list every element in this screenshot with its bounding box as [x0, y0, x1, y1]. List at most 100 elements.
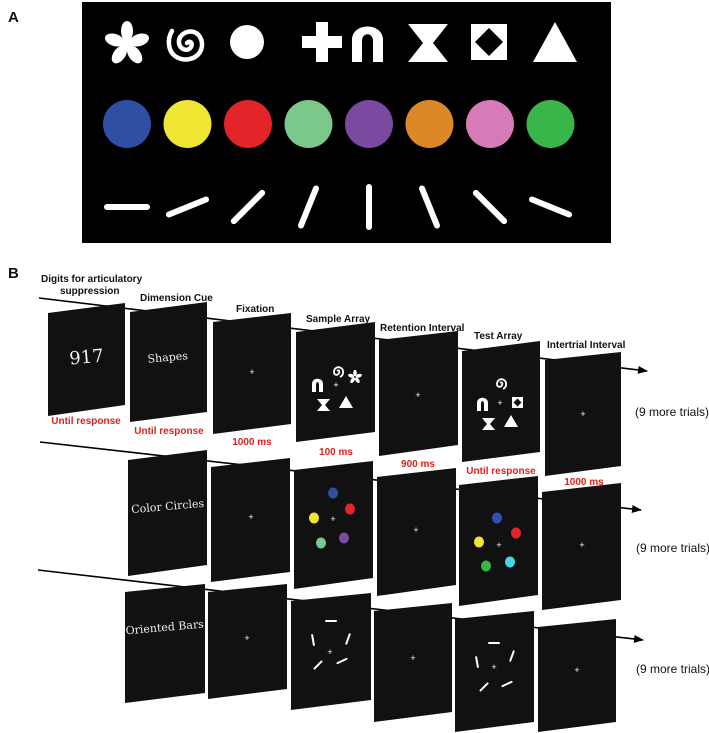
digits-text: 917 — [68, 346, 104, 370]
more-trials-label-2: (9 more trials) — [636, 541, 709, 555]
sample-oriented-bars — [311, 620, 351, 670]
screen-sample-bars — [291, 593, 371, 710]
screen-retention-2 — [377, 468, 456, 596]
screen-cue-colors — [128, 450, 207, 576]
screen-sample-shapes — [296, 322, 375, 442]
oriented-bar — [311, 634, 315, 646]
screen-digits — [48, 303, 125, 416]
label-retention-interval: Retention Interval — [380, 323, 465, 334]
color-circle — [163, 100, 212, 148]
timing-digits: Until response — [51, 416, 121, 427]
cross-icon — [302, 22, 342, 62]
color-dot — [328, 487, 338, 499]
panel-a-letter: A — [8, 9, 19, 26]
fixation-cross: + — [333, 380, 338, 390]
circle-icon — [230, 25, 264, 59]
hourglass-icon — [317, 399, 330, 411]
fixation-cross: + — [574, 665, 579, 675]
asterisk-icon — [348, 369, 362, 384]
color-dot — [511, 527, 521, 539]
test-shapes — [477, 378, 523, 430]
screen-cue-bars — [125, 584, 205, 703]
timing-sample: 100 ms — [319, 447, 353, 458]
shape-row — [104, 21, 577, 64]
color-dot — [474, 536, 484, 548]
screen-fixation-2 — [211, 458, 290, 582]
oriented-bar — [472, 189, 508, 225]
screen-retention-3 — [374, 603, 452, 722]
hourglass-icon — [408, 24, 448, 62]
screen-test-bars — [455, 611, 534, 732]
oriented-bar — [336, 657, 348, 665]
asterisk-icon — [104, 21, 150, 64]
screen-fixation-1 — [213, 313, 291, 434]
more-trials-label-1: (9 more trials) — [635, 405, 709, 419]
label-test-array: Test Array — [474, 331, 523, 342]
spiral-icon — [333, 366, 345, 378]
timing-retention: 900 ms — [401, 459, 435, 470]
label-intertrial-interval: Intertrial Interval — [547, 340, 626, 351]
diamond-square-icon — [512, 397, 523, 408]
fixation-cross: + — [579, 540, 584, 550]
fixation-cross: + — [327, 647, 332, 657]
timing-iti: 1000 ms — [564, 477, 604, 488]
oriented-bar — [419, 185, 440, 229]
arch-icon — [312, 378, 323, 392]
test-oriented-bars — [475, 642, 515, 692]
fixation-cross: + — [415, 390, 420, 400]
color-circle — [345, 100, 393, 148]
label-dimension-cue: Dimension Cue — [140, 293, 213, 304]
color-dot — [505, 556, 515, 568]
oriented-bar — [345, 633, 351, 645]
color-dot — [339, 532, 349, 544]
fixation-cross: + — [248, 512, 253, 522]
triangle-icon — [339, 396, 353, 408]
color-dot — [316, 537, 326, 549]
triangle-icon — [504, 415, 518, 427]
color-dot — [492, 512, 502, 524]
oriented-bar — [230, 189, 266, 225]
timing-fixation: 1000 ms — [232, 437, 272, 448]
screen-retention-1 — [379, 331, 458, 456]
color-circle — [284, 100, 333, 148]
label-sample-array: Sample Array — [306, 314, 371, 325]
oriented-bar — [298, 185, 319, 229]
timing-cue: Until response — [134, 426, 204, 437]
color-circle-row — [103, 100, 575, 148]
screen-iti-1 — [545, 352, 621, 476]
screen-cue-shapes — [130, 302, 207, 422]
spiral-icon — [496, 378, 508, 390]
screen-iti-3 — [538, 619, 616, 732]
fixation-cross: + — [330, 514, 335, 524]
oriented-bar — [479, 682, 489, 692]
screen-iti-2 — [542, 483, 621, 610]
oriented-bar — [528, 196, 573, 218]
screen-sample-colors — [294, 461, 373, 589]
label-fixation: Fixation — [236, 304, 274, 315]
spiral-icon — [166, 28, 205, 62]
test-color-circles — [474, 512, 521, 572]
oriented-bar — [509, 650, 515, 662]
fixation-cross: + — [244, 633, 249, 643]
oriented-bar-row — [104, 184, 573, 230]
oriented-bar — [313, 660, 323, 670]
cue-colors-text: Color Circles — [131, 497, 205, 516]
hourglass-icon — [482, 418, 495, 430]
sample-color-circles — [309, 487, 355, 549]
fixation-cross: + — [491, 662, 496, 672]
color-circle — [526, 100, 575, 148]
more-trials-label-3: (9 more trials) — [636, 662, 709, 676]
timing-test: Until response — [466, 466, 536, 477]
panel-b-letter: B — [8, 265, 19, 282]
color-circle — [103, 100, 151, 148]
label-digits-line2: suppression — [60, 286, 119, 297]
oriented-bar — [165, 196, 210, 218]
fixation-cross: + — [496, 540, 501, 550]
color-dot — [345, 503, 355, 515]
diamond-square-icon — [471, 24, 507, 60]
fixation-cross: + — [410, 653, 415, 663]
fixation-cross: + — [249, 367, 254, 377]
fixation-cross: + — [497, 398, 502, 408]
fixation-cross: + — [580, 409, 585, 419]
